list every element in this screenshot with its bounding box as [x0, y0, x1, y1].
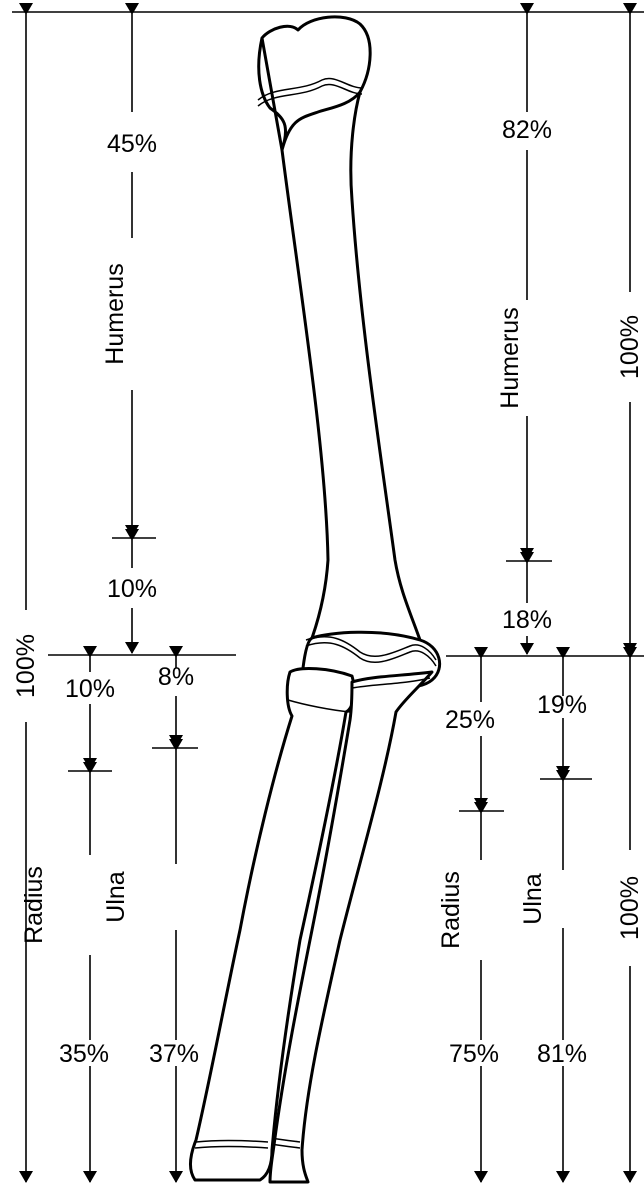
right-humerus-proximal-label: 18% — [502, 606, 552, 634]
left-ulna-name: Ulna — [102, 871, 130, 923]
right-radius-name: Radius — [437, 871, 465, 949]
left-radius-name: Radius — [20, 866, 48, 944]
left-humerus-proximal-label: 10% — [107, 575, 157, 603]
left-humerus-distal-label: 45% — [107, 130, 157, 158]
right-forearm-total-label: 100% — [616, 876, 644, 940]
arm-bones-illustration — [191, 17, 440, 1182]
humerus-right-edge — [351, 92, 420, 640]
right-radius-distal-label: 75% — [449, 1040, 499, 1068]
right-radius-proximal-label: 25% — [445, 706, 495, 734]
left-radius-distal-label: 35% — [59, 1040, 109, 1068]
right-humerus-name: Humerus — [496, 307, 524, 408]
left-total-label: 100% — [12, 634, 40, 698]
left-humerus-name: Humerus — [101, 263, 129, 364]
left-ulna-distal-label: 37% — [149, 1040, 199, 1068]
right-ulna-proximal-label: 19% — [537, 691, 587, 719]
left-ulna-proximal-label: 8% — [158, 663, 194, 691]
left-radius-proximal-label: 10% — [65, 675, 115, 703]
right-ulna-distal-label: 81% — [537, 1040, 587, 1068]
right-humerus-total-label: 100% — [616, 315, 644, 379]
right-humerus-distal-label: 82% — [502, 116, 552, 144]
right-ulna-name: Ulna — [519, 873, 547, 925]
humerus-bone — [259, 17, 440, 694]
